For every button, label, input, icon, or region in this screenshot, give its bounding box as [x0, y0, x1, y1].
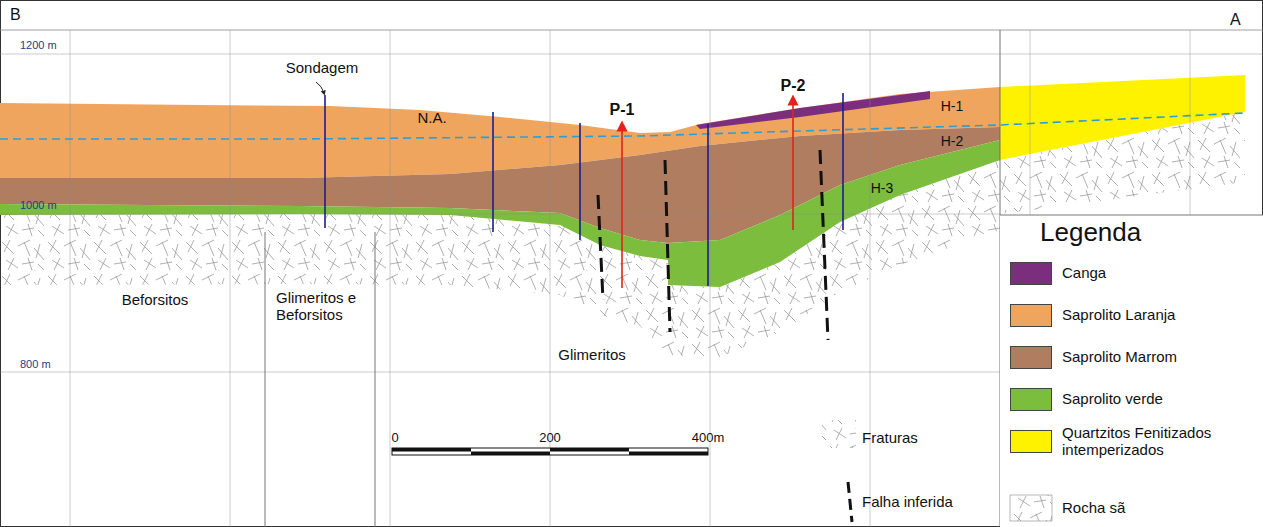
elevation-label: 1200 m	[20, 39, 57, 52]
map-label: Beforsitos	[122, 291, 189, 308]
pointer-arrow	[316, 82, 324, 93]
map-label: Glimeritos e Beforsitos	[276, 289, 376, 324]
map-label: H-2	[941, 133, 964, 149]
fault-sample	[848, 482, 852, 522]
map-label: P-1	[610, 101, 635, 119]
scale-label: 200	[539, 431, 561, 446]
grid	[0, 30, 1263, 527]
quartzite-body	[1000, 75, 1245, 160]
scale-label: 400m	[692, 431, 725, 446]
legend-text: Saprolito verde	[1062, 390, 1163, 407]
elevation-label: 800 m	[20, 358, 51, 371]
legend-text: Falha inferida	[862, 493, 953, 510]
map-label: H-3	[871, 180, 894, 196]
map-label: H-1	[941, 98, 964, 114]
drill-holes	[325, 93, 843, 286]
legend-panel	[1000, 215, 1263, 527]
legend-text: Quartzitos Fenitizados intemperizados	[1062, 424, 1252, 459]
legend-swatch	[1010, 388, 1052, 411]
legend-swatch	[1010, 304, 1052, 327]
section-end-label: A	[1230, 11, 1241, 29]
legend-swatch	[1010, 262, 1052, 285]
legend-text: Saprolito Marrom	[1062, 348, 1177, 365]
legend-text: Rocha sã	[1062, 499, 1125, 516]
scale-label: 0	[391, 431, 398, 446]
map-label: P-2	[781, 77, 806, 95]
legend-heading: Legenda	[1040, 218, 1141, 248]
profile-line	[792, 100, 794, 230]
lithology-boundary	[265, 232, 266, 527]
map-label: Sondagem	[286, 59, 359, 76]
legend-text: Saprolito Laranja	[1062, 306, 1175, 323]
top-border	[0, 30, 1263, 31]
legend-text: Fraturas	[862, 429, 918, 446]
legend-border	[1000, 215, 1263, 216]
canga-crust	[696, 91, 930, 129]
lithology-boundary	[375, 232, 376, 527]
fracture-sample	[822, 420, 856, 448]
rock-sample	[1010, 495, 1052, 521]
legend-swatch	[1010, 346, 1052, 369]
map-label: Glimeritos	[558, 346, 626, 363]
profile-line	[621, 126, 623, 288]
inferred-faults	[598, 150, 828, 340]
legend-swatch	[1010, 430, 1052, 453]
scale-bar	[392, 448, 708, 455]
legend-text: Canga	[1062, 264, 1106, 281]
section-end-label: B	[10, 6, 21, 24]
elevation-label: 1000 m	[20, 199, 57, 212]
map-label: N.A.	[417, 109, 446, 126]
green-saprolite	[0, 140, 1000, 287]
